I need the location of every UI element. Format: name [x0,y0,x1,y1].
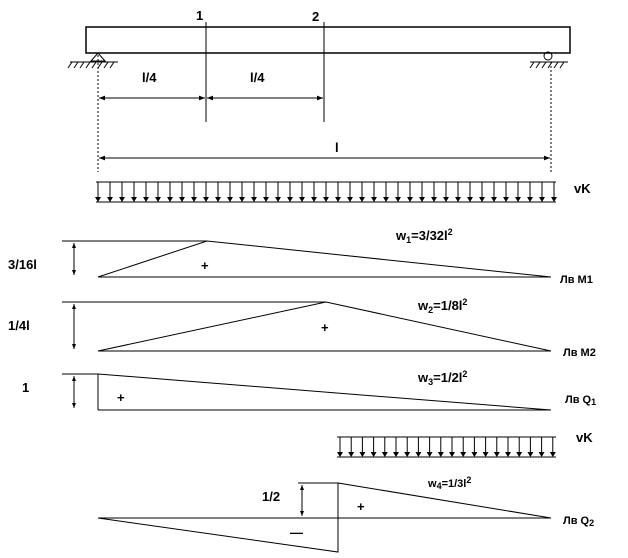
load-arrow-head [131,197,137,202]
influence-line-m1 [62,240,552,278]
load-arrow-head [381,452,388,457]
load-arrow-head [95,197,101,202]
influence-line-m2 [62,301,552,352]
load-arrow-head [482,452,489,457]
load-label-bottom: vK [576,430,593,445]
load-arrow-head [263,197,269,202]
q2-sign-positive: + [357,499,365,514]
influence-line-q2 [97,482,552,553]
load-arrow-head [527,452,534,457]
load-arrow-head [404,452,411,457]
load-arrow-head [491,197,497,202]
influence-line-q1 [62,373,552,411]
m2-area-label: w2=1/8l2 [417,297,467,315]
load-arrow-head [431,197,437,202]
load-arrow-head [407,197,413,202]
q1-ordinate-label: 1 [22,380,29,395]
beam [85,26,571,54]
load-arrow-head [227,197,233,202]
load-arrow-head [239,197,245,202]
dimension-l-label: l [335,140,339,155]
load-arrow-head [455,197,461,202]
right-roller-support [529,51,568,69]
m1-ordinate-label: 3/16l [8,257,37,272]
q2-name: Лв Q2 [563,515,594,528]
load-arrow-head [167,197,173,202]
load-arrow-head [359,197,365,202]
load-arrow-head [449,452,455,457]
q2-sign-negative: — [290,525,303,540]
section-1-label: 1 [196,8,203,23]
load-arrow-head [119,197,125,202]
load-arrow-head [539,197,545,202]
load-arrow-head [479,197,485,202]
m2-name: Лв М2 [563,347,596,359]
load-arrow-head [251,197,257,202]
load-label-top: vK [574,181,591,196]
load-arrow-head [371,197,377,202]
load-arrow-head [347,197,353,202]
load-arrow-head [143,197,149,202]
load-arrow-head [443,197,449,202]
q1-area-label: w3=1/2l2 [417,369,467,387]
m2-sign: + [321,320,329,335]
load-arrow-head [515,197,521,202]
load-arrow-head [467,197,473,202]
load-arrow-head [460,452,467,457]
load-arrow-head [415,452,422,457]
load-arrow-head [395,197,401,202]
load-arrow-head [107,197,113,202]
load-arrow-head [393,452,399,457]
section-2-label: 2 [312,9,319,24]
left-pin-support [67,52,118,69]
distributed-load-full [95,181,557,203]
q1-name: Лв Q1 [565,394,596,407]
m1-name: Лв М1 [560,274,593,286]
load-arrow-head [551,197,557,202]
q2-area-label: w4=1/3l2 [427,475,471,491]
load-arrow-head [419,197,425,202]
load-arrow-head [215,197,221,202]
load-arrow-head [516,452,523,457]
load-arrow-head [505,452,511,457]
q1-sign: + [117,390,125,405]
load-arrow-head [299,197,305,202]
dimension-l4-a-label: l/4 [142,70,157,85]
load-arrow-head [549,452,556,457]
load-arrow-head [311,197,317,202]
load-arrow-head [179,197,185,202]
m1-sign: + [201,258,209,273]
m1-area-label: w1=3/32l2 [395,227,453,245]
load-arrow-head [287,197,293,202]
load-arrow-head [337,452,343,457]
load-arrow-head [275,197,281,202]
m2-ordinate-label: 1/4l [8,318,30,333]
load-arrow-head [493,452,500,457]
load-arrow-head [335,197,341,202]
load-arrow-head [191,197,197,202]
distributed-load-partial [337,436,556,458]
load-arrow-head [503,197,509,202]
q2-ordinate-label: 1/2 [262,489,280,504]
load-arrow-head [527,197,533,202]
load-arrow-head [348,452,355,457]
load-arrow-head [203,197,209,202]
load-arrow-head [383,197,389,202]
load-arrow-head [155,197,161,202]
load-arrow-head [471,452,478,457]
load-arrow-head [323,197,329,202]
load-arrow-head [426,452,433,457]
load-arrow-head [370,452,377,457]
dimension-l4-b-label: l/4 [250,70,265,85]
load-arrow-head [538,452,545,457]
load-arrow-head [359,452,366,457]
load-arrow-head [437,452,444,457]
